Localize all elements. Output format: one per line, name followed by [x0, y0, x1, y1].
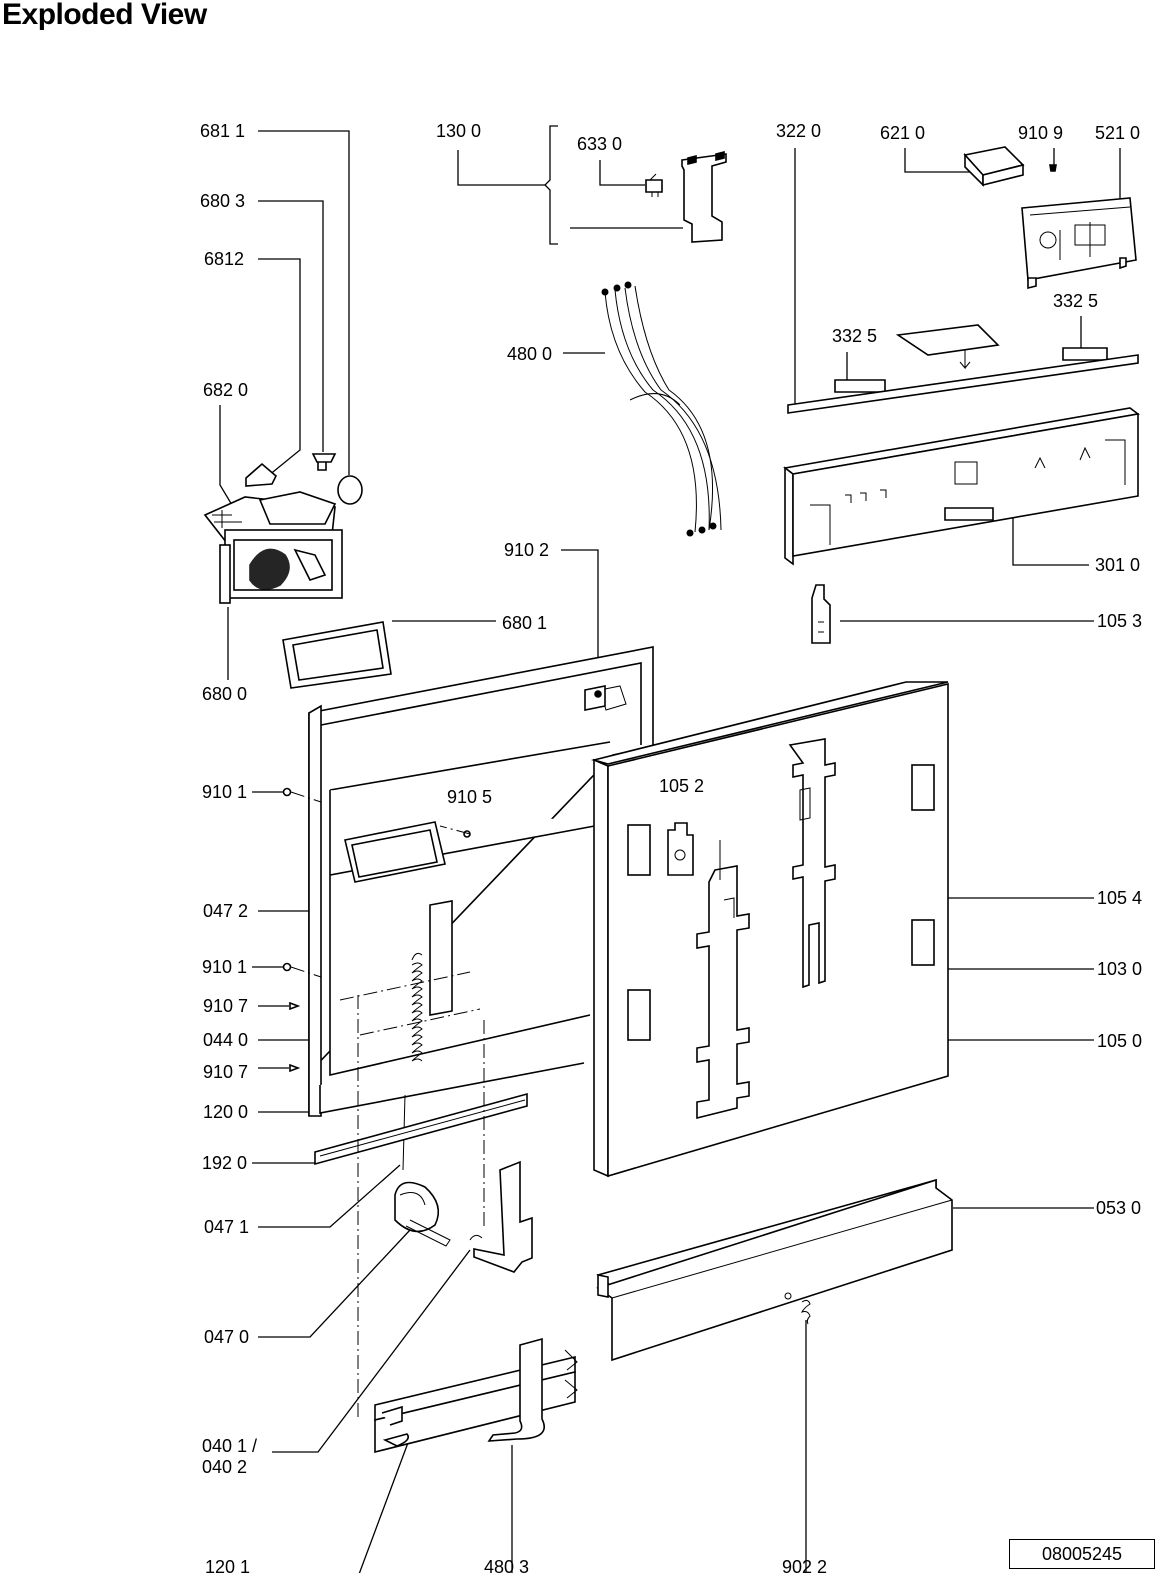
part-6812-cover: [245, 462, 277, 487]
label-1030: 103 0: [1097, 959, 1142, 979]
part-1920-rail: [314, 1092, 528, 1166]
label-0471: 047 1: [204, 1217, 249, 1237]
part-6803-cap: [311, 453, 337, 471]
label-1201: 120 1: [205, 1557, 250, 1573]
part-6811-plug: [337, 475, 363, 505]
part-0401-lower-bar: [374, 1349, 578, 1454]
label-6803: 680 3: [200, 191, 245, 211]
label-0530: 053 0: [1096, 1198, 1141, 1218]
part-label-sticker: [895, 324, 1000, 370]
label-6800: 680 0: [202, 684, 247, 704]
label-9101b: 910 1: [202, 957, 247, 977]
label-5210: 521 0: [1095, 123, 1140, 143]
part-4803-strap: [487, 1337, 545, 1442]
label-0401: 040 1 /: [202, 1436, 257, 1456]
label-6210: 621 0: [880, 123, 925, 143]
document-number: 08005245: [1009, 1539, 1155, 1569]
label-1050: 105 0: [1097, 1031, 1142, 1051]
label-9022: 902 2: [782, 1557, 827, 1573]
part-1200-inner-door: [308, 646, 654, 1117]
part-3220-strip: [787, 354, 1139, 414]
part-1052-clip: [667, 822, 694, 876]
alignment-lines: [339, 971, 485, 1420]
part-6210-module: [963, 146, 1025, 187]
label-6330: 633 0: [577, 134, 622, 154]
label-6801: 680 1: [502, 613, 547, 633]
label-6812: 6812: [204, 249, 244, 269]
part-1050-bracket: [696, 840, 750, 1120]
part-5210-board: [1021, 197, 1137, 290]
label-6820: 682 0: [203, 380, 248, 400]
label-3220: 322 0: [776, 121, 821, 141]
label-6811: 681 1: [200, 121, 245, 141]
label-1920: 192 0: [202, 1153, 247, 1173]
part-3325-brackets: [834, 347, 1108, 393]
label-1300: 130 0: [436, 121, 481, 141]
part-9022-screw: [801, 1299, 811, 1325]
label-1200: 120 0: [203, 1102, 248, 1122]
part-6800-dispenser: [203, 491, 343, 604]
part-1054-bracket: [788, 738, 836, 989]
label-0402: 040 2: [202, 1457, 247, 1477]
label-4803: 480 3: [484, 1557, 529, 1573]
label-3325a: 332 5: [832, 326, 877, 346]
label-1053: 105 3: [1097, 611, 1142, 631]
label-4800: 480 0: [507, 344, 552, 364]
part-1053-clip: [811, 584, 831, 644]
part-9109-screw: [1049, 164, 1057, 172]
part-bracket-mid: [469, 1160, 533, 1273]
part-1030-outer-door: [590, 681, 949, 1178]
label-1052: 105 2: [659, 776, 704, 796]
label-3010: 301 0: [1095, 555, 1140, 575]
label-0470: 047 0: [204, 1327, 249, 1347]
label-0440: 044 0: [203, 1030, 248, 1050]
part-labels: 681 1 680 3 6812 682 0 680 0 680 1 130 0…: [200, 121, 1142, 1573]
part-0470-hook: [394, 1181, 451, 1247]
label-9105: 910 5: [447, 787, 492, 807]
label-9102: 910 2: [504, 540, 549, 560]
label-0472: 047 2: [203, 901, 248, 921]
part-screws: [282, 787, 471, 1073]
part-6330-switch: [645, 150, 727, 243]
part-3010-panel: [783, 407, 1140, 566]
parts: [203, 146, 1140, 1454]
page-title: Exploded View: [2, 0, 207, 31]
part-0530-kickplate: [596, 1178, 953, 1362]
label-1054: 105 4: [1097, 888, 1142, 908]
label-9101a: 910 1: [202, 782, 247, 802]
label-9107a: 910 7: [203, 996, 248, 1016]
label-9107b: 910 7: [203, 1062, 248, 1082]
part-4800-harness: [601, 281, 722, 537]
part-6801-gasket: [282, 621, 392, 689]
label-3325b: 332 5: [1053, 291, 1098, 311]
label-9109: 910 9: [1018, 123, 1063, 143]
